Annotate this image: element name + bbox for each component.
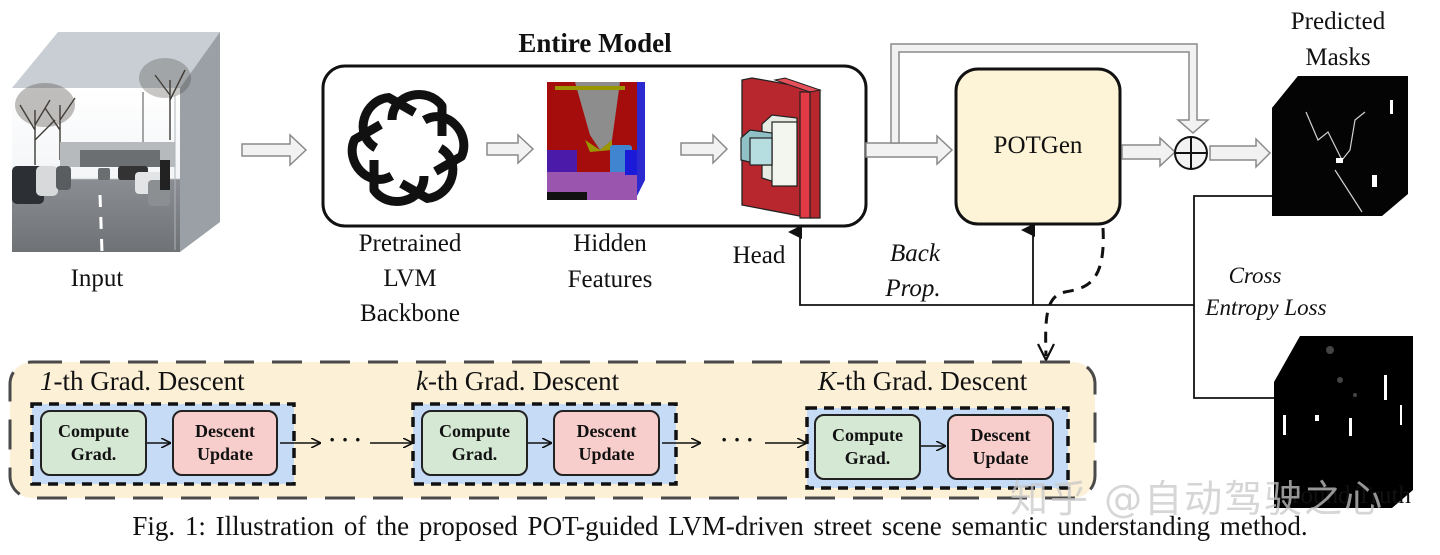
backbone-label-line-1: Pretrained <box>358 230 462 257</box>
compute-line-1: Compute <box>832 425 903 445</box>
update-line-2: Update <box>578 444 635 464</box>
hidden-features-cube <box>547 82 645 200</box>
stage-1-title: 1-th Grad. Descent <box>40 366 245 397</box>
watermark: 知乎 @自动驾驶之心 <box>1010 477 1385 521</box>
stage-K-title: K-th Grad. Descent <box>818 366 1027 397</box>
figure-caption: Fig. 1: Illustration of the proposed POT… <box>132 511 1308 541</box>
potgen-label: POTGen <box>993 132 1083 159</box>
head-label: Head <box>732 242 786 269</box>
compute-line-2: Grad. <box>451 444 498 464</box>
update-line-1: Descent <box>195 421 255 441</box>
loss-label-line-1: Cross <box>1228 263 1282 288</box>
compute-line-1: Compute <box>439 421 510 441</box>
cnn-head-blocks-icon <box>740 77 822 219</box>
arrow-backbone-to-features <box>486 133 535 165</box>
backprop-label-line-1: Back <box>890 240 940 267</box>
backprop-lines <box>788 195 1274 399</box>
ground-truth-cube <box>1274 336 1413 508</box>
update-line-1: Descent <box>970 425 1031 445</box>
backbone-label-line-3: Backbone <box>360 300 460 327</box>
predicted-masks-label-line-2: Masks <box>1305 44 1371 71</box>
compute-line-1: Compute <box>58 421 129 441</box>
update-line-2: Update <box>196 444 253 464</box>
ellipsis-2: · · · <box>720 427 754 452</box>
arrow-model-to-potgen <box>865 134 954 166</box>
stage-arrows <box>145 443 945 446</box>
bypass-arrow-to-combine <box>890 43 1211 144</box>
arrow-features-to-head <box>680 133 729 165</box>
features-label-line-2: Features <box>567 266 653 293</box>
update-line-1: Descent <box>576 421 637 441</box>
loss-label-line-2: Entropy Loss <box>1205 295 1327 320</box>
input-image-cube <box>12 32 220 253</box>
stage-k-title: k-th Grad. Descent <box>416 366 619 397</box>
ellipsis-1: · · · <box>328 427 362 452</box>
backprop-label-line-2: Prop. <box>885 275 941 302</box>
input-label: Input <box>70 265 124 292</box>
dashed-arrowhead <box>1037 343 1055 363</box>
features-label-line-1: Hidden <box>573 230 647 257</box>
stage-K-index: K <box>818 366 837 396</box>
stage-1-suffix: -th Grad. Descent <box>53 366 245 396</box>
dashed-arrow-potgen-to-panel <box>1044 227 1105 357</box>
arrow-potgen-to-combine <box>1121 136 1177 168</box>
entire-model-title: Entire Model <box>518 28 672 58</box>
stage-k-index: k <box>416 366 428 396</box>
stage-k-suffix: -th Grad. Descent <box>427 366 620 396</box>
ground-truth-label: Ground Truth <box>1274 482 1411 509</box>
arrow-input-to-model <box>241 133 308 167</box>
update-line-2: Update <box>972 448 1029 468</box>
stage-K-suffix: -th Grad. Descent <box>836 366 1028 396</box>
backbone-label-line-2: LVM <box>383 265 437 292</box>
arrow-combine-to-masks <box>1209 137 1272 169</box>
stage-1-index: 1 <box>40 366 54 396</box>
compute-line-2: Grad. <box>844 448 891 468</box>
compute-line-2: Grad. <box>70 444 117 464</box>
circled-plus-icon <box>1174 136 1208 170</box>
predicted-masks-label-line-1: Predicted <box>1290 8 1386 35</box>
predicted-masks-cube <box>1272 76 1408 216</box>
potgen-box <box>954 67 1122 226</box>
openai-logo-icon <box>345 92 472 204</box>
